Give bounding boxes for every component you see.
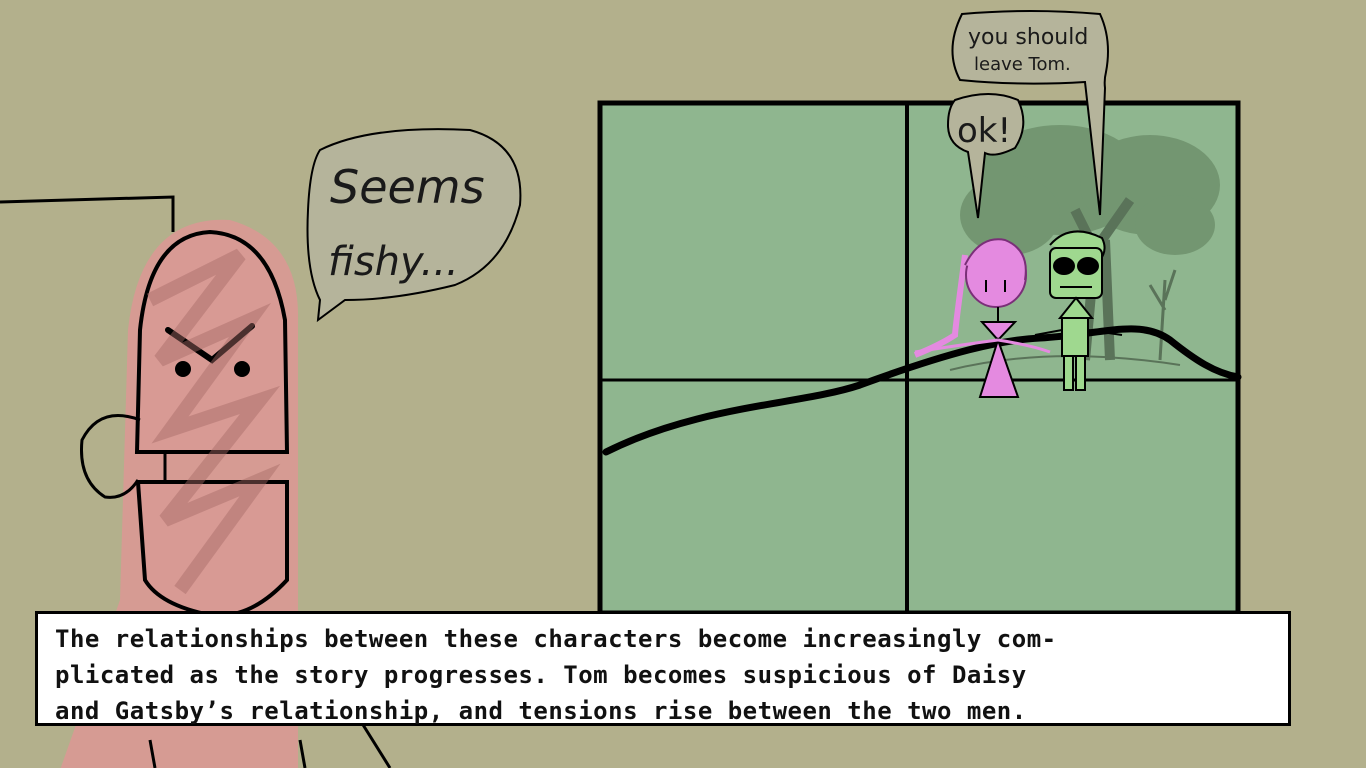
leave-tom-line1: you should bbox=[968, 25, 1088, 50]
leave-tom-line2: leave Tom. bbox=[974, 54, 1071, 75]
ok-text: ok! bbox=[957, 111, 1011, 151]
gatsby-character bbox=[1034, 230, 1123, 391]
caption-line-1: The relationships between these characte… bbox=[55, 625, 1057, 653]
narration-caption: The relationships between these characte… bbox=[35, 611, 1291, 726]
daisy-character bbox=[913, 238, 1051, 398]
ok-speech-bubble: ok! bbox=[946, 93, 1025, 219]
seems-fishy-line2: fishy... bbox=[328, 239, 459, 285]
seems-fishy-line1: Seems bbox=[330, 160, 485, 214]
caption-line-2: plicated as the story progresses. Tom be… bbox=[55, 661, 1027, 689]
leave-tom-speech-bubble: you should leave Tom. bbox=[951, 10, 1109, 216]
hill-line bbox=[602, 325, 1242, 456]
caption-line-3: and Gatsby’s relationship, and tensions … bbox=[55, 697, 1027, 725]
window bbox=[597, 100, 1242, 616]
wall-edge bbox=[0, 195, 175, 232]
seems-fishy-speech-bubble: Seems fishy... bbox=[306, 128, 522, 323]
